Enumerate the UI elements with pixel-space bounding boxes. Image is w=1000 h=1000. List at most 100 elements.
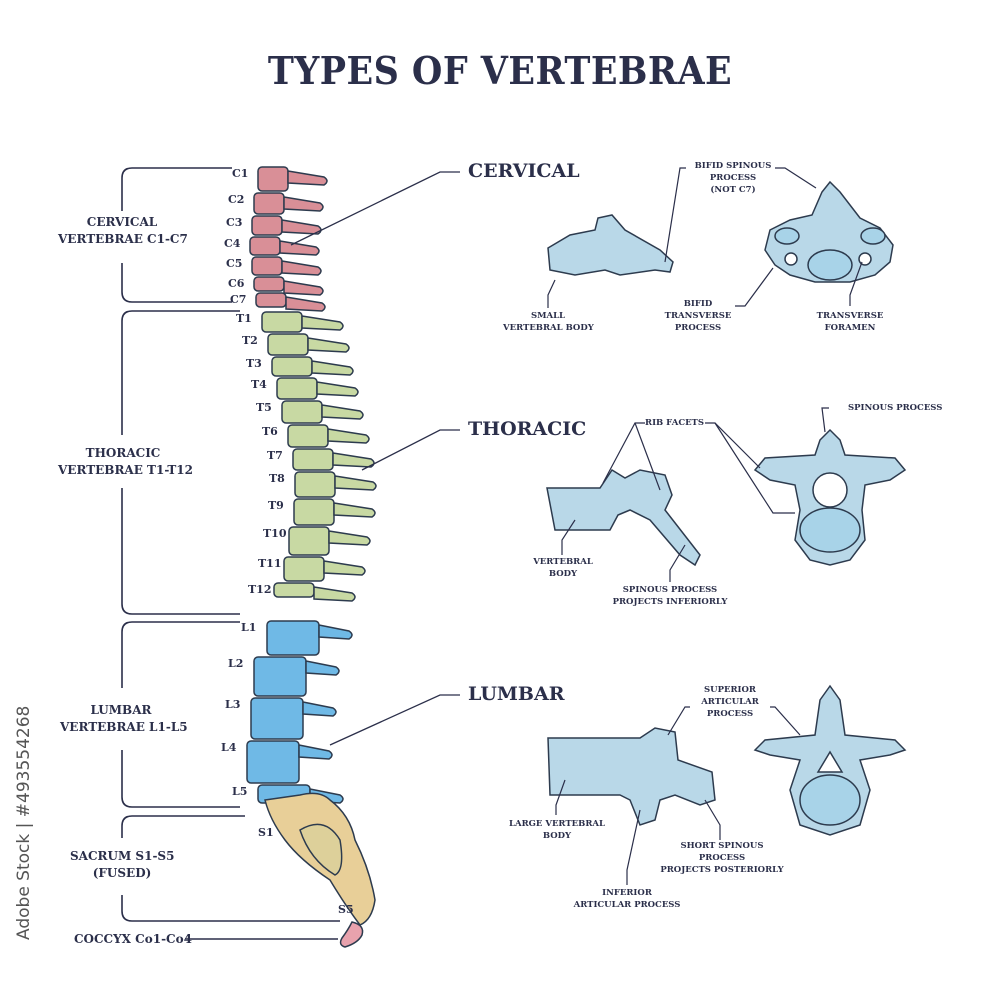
spinous-process: [283, 196, 324, 212]
cervical-side-view: [547, 214, 674, 276]
vertebra-label-c7: C7: [230, 293, 247, 306]
annotation-line: TRANSVERSE: [664, 311, 732, 321]
vertebra-body: [283, 556, 325, 582]
annotation-line: SMALL: [530, 311, 566, 321]
spinous-process: [302, 701, 337, 717]
group-label-line: (FUSED): [92, 866, 152, 880]
vertebra-body: [253, 192, 285, 215]
vertebra-label-t3: T3: [246, 357, 262, 370]
group-label-line: THORACIC: [85, 446, 161, 460]
lumbar-region: [246, 620, 353, 804]
spinous-process: [311, 360, 354, 376]
annotation-small-vertebral-body: SMALL VERTEBRAL BODY: [503, 310, 594, 334]
vertebra-label-t7: T7: [267, 449, 283, 462]
vertebra-body: [251, 215, 283, 236]
group-label-cervical: CERVICAL VERTEBRAE C1-C7: [58, 214, 188, 248]
vertebra-label-t2: T2: [242, 334, 258, 347]
spinous-process: [316, 381, 359, 397]
group-brackets: [121, 167, 340, 940]
annotation-bifid-transverse-process: BIFID TRANSVERSE PROCESS: [660, 298, 736, 334]
vertebra-label-l3: L3: [225, 698, 241, 711]
bracket-lumbar: [121, 621, 240, 808]
spinous-process: [307, 337, 350, 353]
annotation-line: TRANSVERSE: [816, 311, 884, 321]
vertebra-label-t5: T5: [256, 401, 272, 414]
group-label-lumbar: LUMBAR VERTEBRAE L1-L5: [60, 702, 188, 736]
leader-thoracic: [361, 429, 460, 471]
vertebra-body: [266, 620, 320, 656]
spinous-process: [323, 560, 366, 576]
spinous-process: [283, 280, 324, 296]
cervical-illustrations: [547, 180, 894, 283]
spine: [246, 166, 377, 948]
annotation-line: PROCESS: [709, 173, 757, 183]
annotation-line: PROJECTS INFERIORLY: [612, 597, 728, 607]
vertebra-body: [288, 526, 330, 556]
annotation-line: BIFID SPINOUS: [694, 161, 772, 171]
vertebra-body: [253, 656, 307, 697]
vertebra-body: [293, 498, 335, 526]
vertebra-label-c2: C2: [228, 193, 245, 206]
cervical-top-view: [764, 180, 894, 283]
vertebra-label-l4: L4: [221, 741, 237, 754]
group-label-line: LUMBAR: [90, 703, 152, 717]
vertebra-label-c4: C4: [224, 237, 241, 250]
leader-cervical: [290, 171, 460, 246]
group-label-line: CERVICAL: [86, 215, 158, 229]
annotation-line: BODY: [548, 569, 578, 579]
spinous-process: [298, 744, 333, 760]
annotation-line: PROCESS: [706, 709, 754, 719]
lumbar-illustrations: [547, 684, 907, 836]
spinous-process: [287, 170, 328, 186]
vertebra-label-t1: T1: [236, 312, 252, 325]
spinous-process: [321, 404, 364, 420]
annotation-line: PROCESS: [698, 853, 746, 863]
vertebra-label-t8: T8: [269, 472, 285, 485]
lumbar-side-view: [547, 727, 716, 826]
annotation-line: PROCESS: [674, 323, 722, 333]
spinous-process: [318, 624, 353, 640]
spinous-process: [301, 315, 344, 331]
annotation-line: SHORT SPINOUS: [680, 841, 764, 851]
spinous-process: [279, 240, 320, 256]
vertebra-body: [294, 471, 336, 498]
lumbar-leaders: [555, 706, 801, 885]
annotation-superior-articular-process: SUPERIOR ARTICULAR PROCESS: [688, 684, 772, 720]
annotation-line: BIFID: [683, 299, 713, 309]
vertebra-body: [249, 236, 281, 256]
group-label-line: SACRUM S1-S5: [70, 849, 175, 863]
sacrum-inner: [299, 823, 343, 876]
vertebra-body: [276, 377, 318, 400]
thoracic-illustrations: [546, 428, 907, 567]
bracket-sacrum: [121, 815, 340, 922]
annotation-bifid-spinous-process: BIFID SPINOUS PROCESS (NOT C7): [688, 160, 778, 196]
annotation-short-spinous-process: SHORT SPINOUS PROCESS PROJECTS POSTERIOR…: [660, 840, 784, 876]
annotation-line: VERTEBRAL: [533, 557, 593, 567]
vertebra-label-t6: T6: [262, 425, 278, 438]
annotation-line: LARGE VERTEBRAL: [509, 819, 605, 829]
thoracic-side-view: [546, 468, 701, 567]
vertebra-label-s5: S5: [338, 903, 354, 916]
annotation-rib-facets: RIB FACETS: [645, 418, 705, 428]
spinous-process: [333, 502, 376, 518]
spinous-process: [281, 260, 322, 276]
vertebra-body: [271, 356, 313, 377]
vertebra-body: [273, 582, 315, 598]
bracket-cervical: [121, 167, 232, 303]
annotation-line: INFERIOR: [602, 888, 652, 898]
lumbar-top-view: [753, 684, 907, 836]
spinous-process: [305, 660, 340, 676]
annotation-line: SUPERIOR: [704, 685, 756, 695]
bracket-thoracic: [121, 310, 240, 615]
vertebra-label-l2: L2: [228, 657, 244, 670]
section-title-lumbar: LUMBAR: [468, 683, 565, 705]
vertebra-label-t9: T9: [268, 499, 284, 512]
vertebra-label-t12: T12: [248, 583, 272, 596]
vertebra-body: [267, 333, 309, 356]
annotation-line: ARTICULAR PROCESS: [573, 900, 681, 910]
vertebra-body: [246, 740, 300, 784]
vertebra-label-l5: L5: [232, 785, 248, 798]
coccyx-shape: [339, 921, 364, 948]
vertebra-body: [261, 311, 303, 333]
